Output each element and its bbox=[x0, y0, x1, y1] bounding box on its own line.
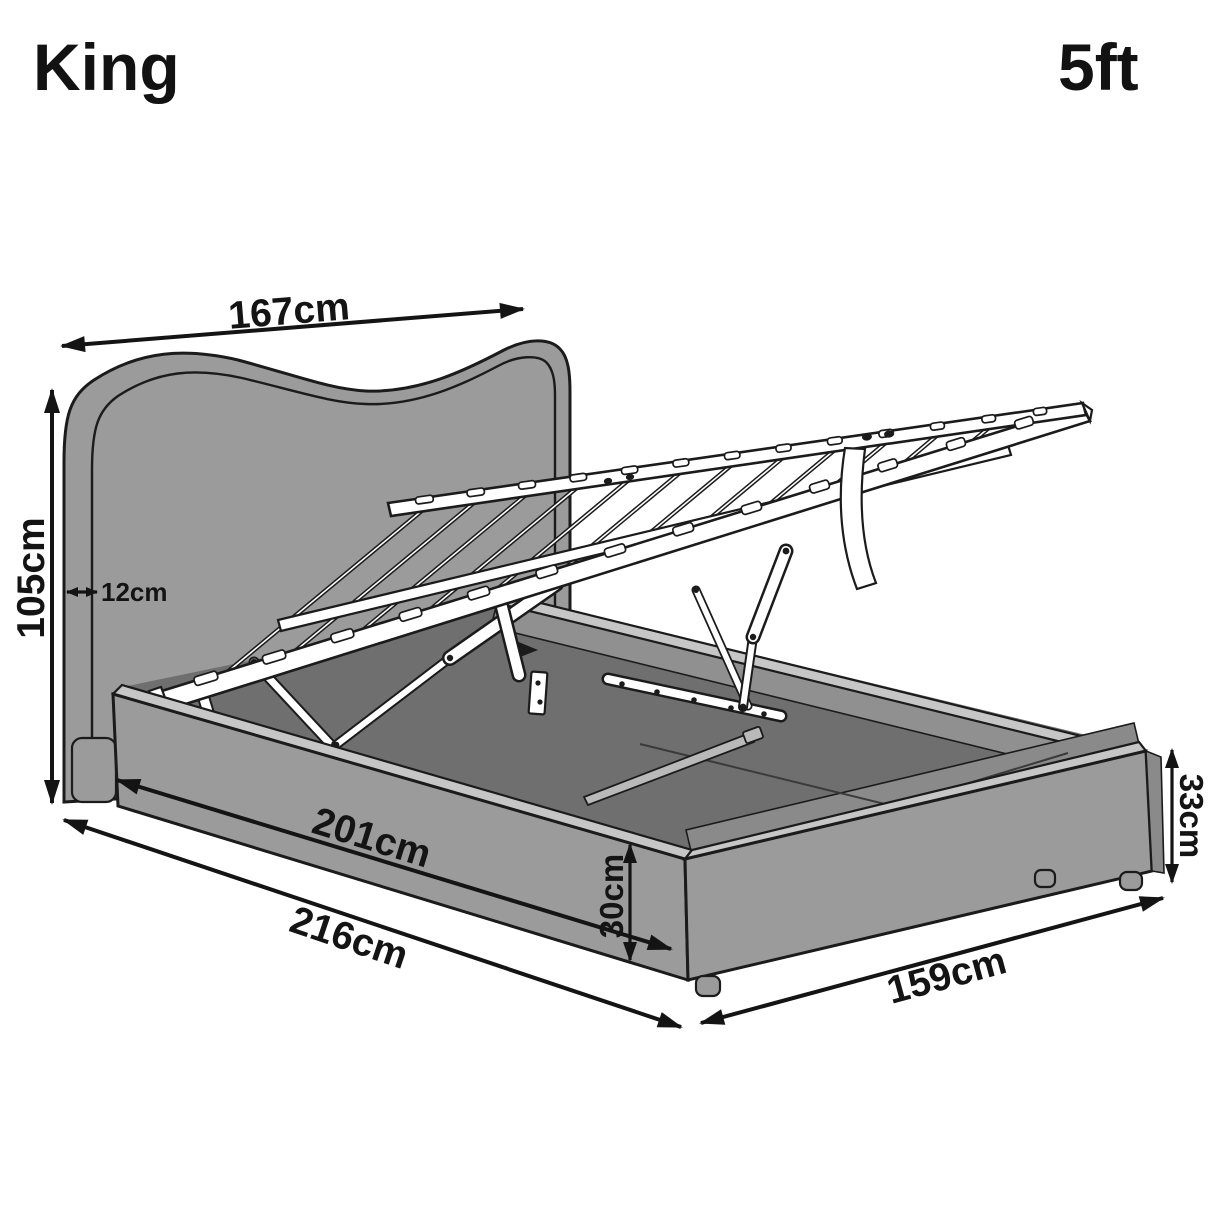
hinge-plate bbox=[527, 670, 549, 716]
dim-headboard-height-label: 105cm bbox=[10, 517, 53, 638]
slat-end-cap bbox=[517, 479, 537, 491]
lift-mechanism-lower bbox=[504, 636, 788, 723]
dim-headboard-width-label: 167cm bbox=[227, 285, 351, 338]
slat-end-cap bbox=[945, 436, 967, 452]
dim-base-height-label: 33cm bbox=[1173, 774, 1210, 858]
bed-foot-right bbox=[1118, 870, 1144, 892]
dimension-headboard-width: 167cm bbox=[60, 285, 525, 353]
bed-foot-far bbox=[1033, 868, 1057, 889]
slat-end-cap bbox=[671, 521, 695, 537]
slat-end-cap bbox=[261, 649, 287, 665]
dimension-base-height: 33cm bbox=[1165, 748, 1210, 884]
headboard-seam bbox=[90, 356, 557, 792]
platform-tip-face bbox=[1079, 399, 1094, 425]
slat-end-cap bbox=[414, 494, 435, 505]
gas-struts bbox=[193, 543, 794, 754]
slat-end-cap bbox=[672, 457, 690, 468]
slat-end-cap bbox=[981, 413, 997, 424]
headboard-leg bbox=[70, 736, 118, 804]
slat-group bbox=[207, 413, 1051, 687]
slatted-platform bbox=[147, 399, 1094, 714]
slat-end-cap bbox=[466, 487, 486, 498]
slat-end-cap bbox=[723, 450, 741, 461]
size-name-title: King bbox=[33, 30, 180, 104]
lift-strap[interactable] bbox=[839, 446, 878, 591]
dim-overall-length-label: 216cm bbox=[285, 898, 414, 977]
foot-rail-end-face bbox=[1145, 749, 1165, 874]
dim-overall-width-label: 159cm bbox=[882, 939, 1010, 1013]
platform-far-rail bbox=[386, 401, 1088, 518]
slat-end-cap bbox=[398, 606, 423, 623]
slat-end-cap bbox=[775, 443, 792, 454]
bed-foot-front bbox=[694, 974, 722, 998]
slat-end-cap bbox=[603, 543, 627, 558]
slat-cap-group bbox=[193, 406, 1048, 687]
slat-end-cap bbox=[1032, 406, 1048, 417]
slat-end-cap bbox=[620, 465, 639, 476]
dimension-headboard-depth: 12cm bbox=[66, 577, 168, 607]
slat-end-cap bbox=[535, 564, 559, 580]
slat-end-cap bbox=[329, 627, 355, 644]
divider-end-cap bbox=[742, 725, 764, 745]
slat-end-cap bbox=[826, 435, 844, 446]
slat-end-cap bbox=[929, 421, 946, 432]
dim-storage-depth-label: 30cm bbox=[593, 854, 630, 938]
dimension-storage-depth: 30cm bbox=[593, 843, 637, 962]
size-feet-title: 5ft bbox=[1058, 30, 1139, 104]
slat-end-cap bbox=[877, 458, 899, 473]
dimension-headboard-height: 105cm bbox=[10, 388, 61, 805]
slat-end-cap bbox=[569, 472, 588, 483]
slat-end-cap bbox=[740, 500, 763, 516]
slat-end-cap bbox=[466, 585, 491, 601]
dim-headboard-depth-label: 12cm bbox=[101, 577, 168, 607]
slat-end-cap bbox=[1013, 415, 1035, 430]
slat-end-cap bbox=[808, 479, 831, 494]
slat-end-cap bbox=[193, 670, 219, 687]
